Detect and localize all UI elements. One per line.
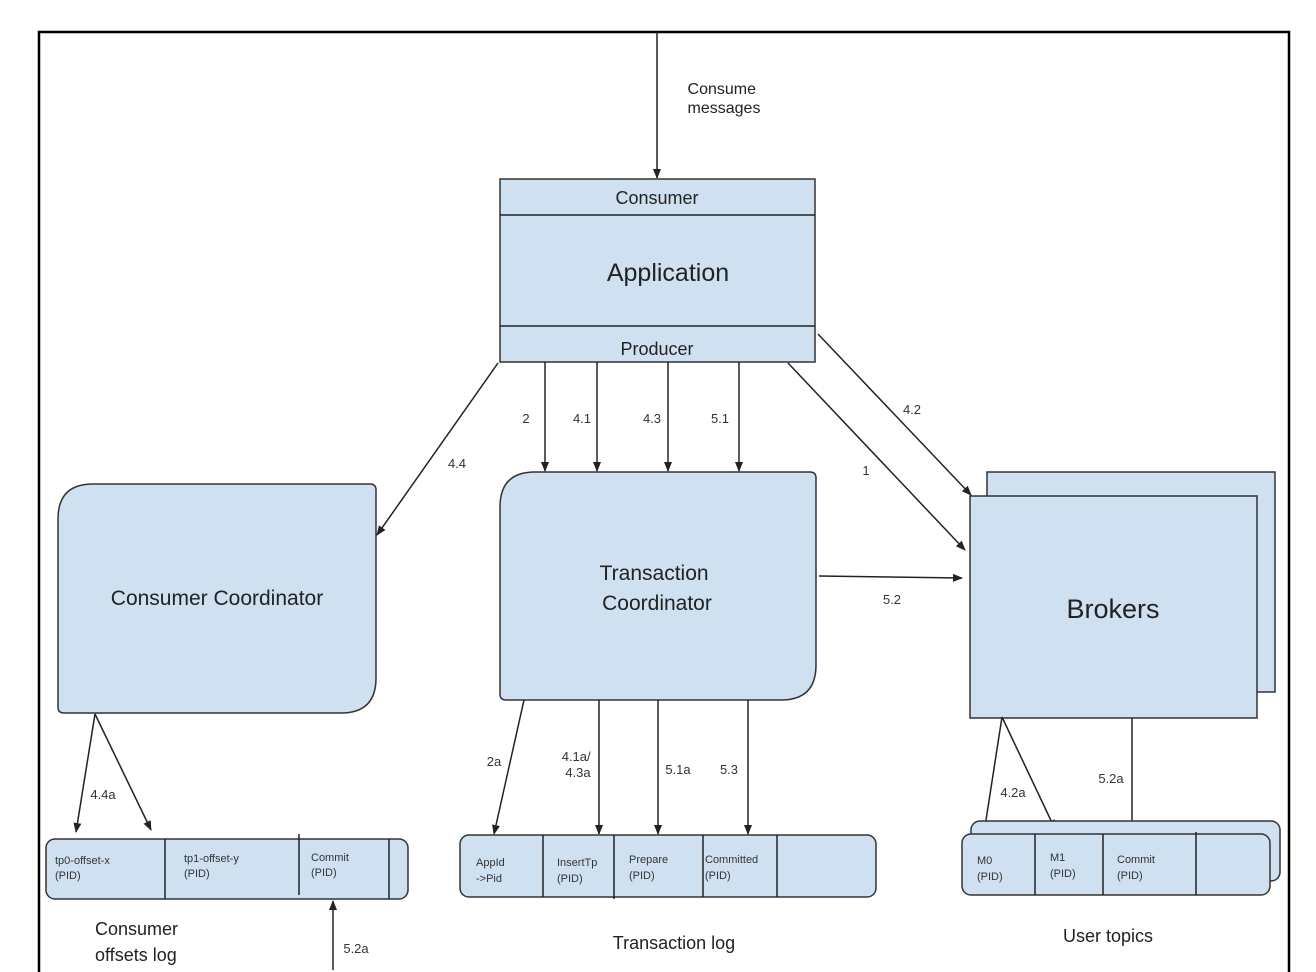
brokers-title: Brokers <box>1066 594 1159 624</box>
transaction-log[interactable]: AppId ->Pid InsertTp (PID) Prepare (PID)… <box>459 834 877 899</box>
arrow-5-2-label: 5.2 <box>883 592 901 607</box>
brokers-box[interactable]: Brokers <box>969 471 1276 719</box>
topics-cell-1: M1 (PID) <box>1050 852 1076 880</box>
arrow-4-2a-right <box>1001 716 1056 830</box>
consumer-coordinator-title: Consumer Coordinator <box>111 587 323 610</box>
producer-section-label: Producer <box>620 339 693 359</box>
arrow-5-1a-label: 5.1a <box>665 762 691 777</box>
consume-messages-label: Consume messages <box>688 81 761 117</box>
user-topics-caption: User topics <box>1063 926 1153 946</box>
txlog-cell-0: AppId ->Pid <box>476 857 508 885</box>
consumer-section-label: Consumer <box>615 188 698 208</box>
arrow-5-3-label: 5.3 <box>720 762 738 777</box>
arrow-5-1-label: 5.1 <box>711 411 729 426</box>
arrow-2a <box>492 699 525 835</box>
arrow-4-1-label: 4.1 <box>573 411 591 426</box>
arrow-4-2 <box>817 333 972 496</box>
arrow-4-2a-left <box>981 716 1003 834</box>
application-title: Application <box>607 259 729 287</box>
arrow-4-3-label: 4.3 <box>643 411 661 426</box>
topics-cell-2: Commit (PID) <box>1117 854 1158 882</box>
arrow-1-label: 1 <box>862 463 869 478</box>
application-box[interactable]: Consumer Application Producer <box>499 178 816 363</box>
consumer-coordinator-box[interactable]: Consumer Coordinator <box>57 483 377 714</box>
arrow-4-4a-right <box>94 713 152 831</box>
arrow-4-2a-label: 4.2a <box>1000 785 1026 800</box>
offsets-cell-0: tp0-offset-x (PID) <box>55 855 113 882</box>
topics-cell-0: M0 (PID) <box>977 855 1003 883</box>
offsets-cell-2: Commit (PID) <box>311 852 352 879</box>
offsets-cell-1: tp1-offset-y (PID) <box>184 853 242 880</box>
txlog-cell-2: Prepare (PID) <box>629 854 671 882</box>
arrow-4-4a-left <box>73 713 96 833</box>
user-topics-log[interactable]: M0 (PID) M1 (PID) Commit (PID) <box>961 820 1281 896</box>
arrow-5-2 <box>818 573 963 582</box>
txlog-cell-1: InsertTp (PID) <box>557 857 600 885</box>
arrow-2-label: 2 <box>522 411 529 426</box>
arrow-4-4-label: 4.4 <box>448 456 466 471</box>
arrow-5-2a-topics-label: 5.2a <box>1098 771 1124 786</box>
arrow-4-1a-label: 4.1a/ 4.3a <box>562 749 595 780</box>
transaction-log-caption: Transaction log <box>613 933 735 953</box>
arrow-4-2-label: 4.2 <box>903 402 921 417</box>
arrow-2a-label: 2a <box>487 754 502 769</box>
arrow-4-4 <box>376 362 499 536</box>
consumer-offsets-log[interactable]: tp0-offset-x (PID) tp1-offset-y (PID) Co… <box>45 834 409 900</box>
transaction-coordinator-box[interactable]: Transaction Coordinator <box>499 471 817 701</box>
arrow-1 <box>787 362 966 551</box>
arrow-4-4a-label: 4.4a <box>90 787 116 802</box>
txlog-cell-3: Committed (PID) <box>705 854 761 882</box>
consumer-offsets-log-caption: Consumer offsets log <box>95 919 183 965</box>
diagram-frame <box>37 30 1291 972</box>
transaction-coordinator-title: Transaction Coordinator <box>600 562 715 615</box>
arrow-5-2a-offsets-label: 5.2a <box>343 941 369 956</box>
